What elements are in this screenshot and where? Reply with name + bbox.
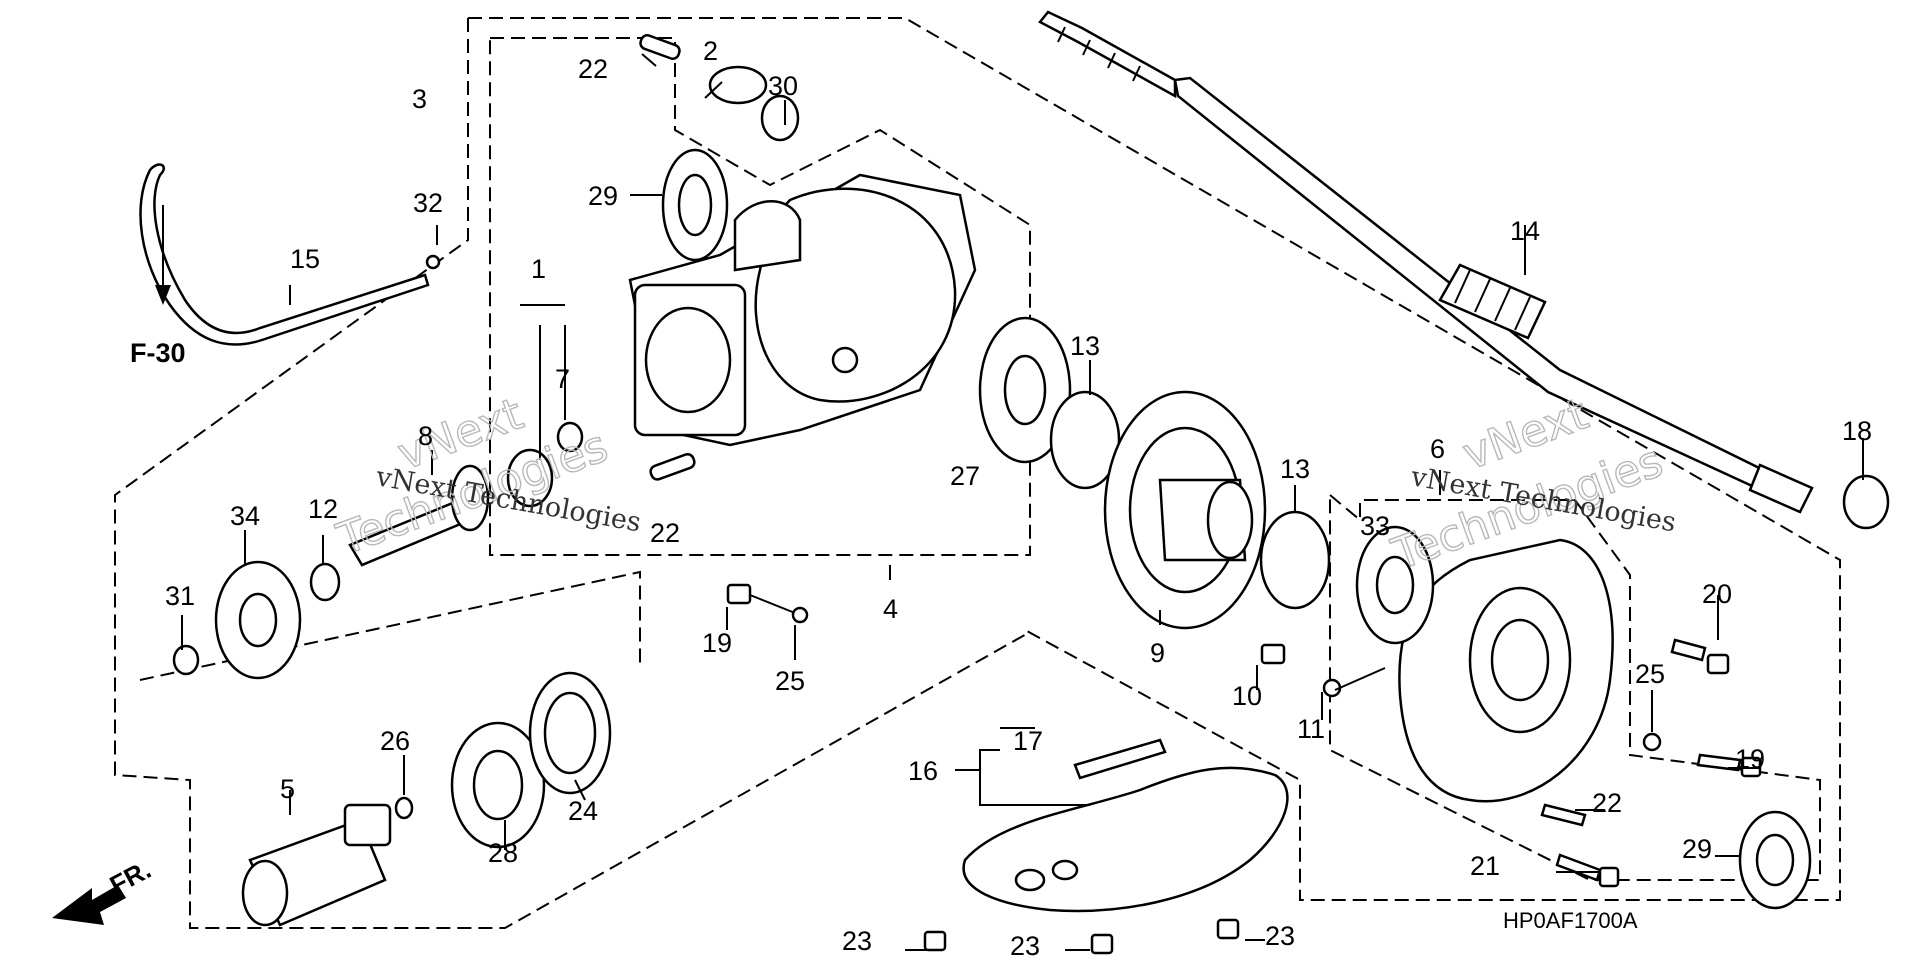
- drawing-code: HP0AF1700A: [1503, 908, 1638, 933]
- callout-19: 19: [702, 628, 732, 658]
- callout-17: 17: [1013, 726, 1043, 756]
- callout-11: 11: [1297, 714, 1325, 744]
- callout-8: 8: [418, 421, 433, 451]
- skid-plate: [962, 738, 1289, 913]
- callout-25-b: 25: [1635, 659, 1665, 689]
- callout-20: 20: [1702, 579, 1732, 609]
- callout-7: 7: [555, 364, 570, 394]
- callout-23-c: 23: [1265, 921, 1295, 951]
- callout-5: 5: [280, 774, 295, 804]
- callout-33: 33: [1360, 511, 1390, 541]
- callout-32: 32: [413, 188, 443, 218]
- callout-22-b: 22: [650, 518, 680, 548]
- axle-shaft: [1038, 10, 1814, 514]
- callout-23: 23: [842, 926, 872, 956]
- callout-13-b: 13: [1280, 454, 1310, 484]
- callout-26: 26: [380, 726, 410, 756]
- breather-hose: [139, 163, 441, 346]
- final-gear-case: [628, 173, 977, 447]
- callout-3: 3: [412, 84, 427, 114]
- lower-left-parts: [241, 671, 612, 927]
- callout-31: 31: [165, 581, 195, 611]
- callout-13: 13: [1070, 331, 1100, 361]
- ring-gear: [1049, 390, 1331, 630]
- callout-10: 10: [1232, 681, 1262, 711]
- callout-1: 1: [531, 254, 546, 284]
- callout-29-b: 29: [1682, 834, 1712, 864]
- pinion-shaft: [172, 464, 490, 680]
- callout-15: 15: [290, 244, 320, 274]
- callout-24: 24: [568, 796, 598, 826]
- callout-6: 6: [1430, 434, 1445, 464]
- callout-12: 12: [308, 494, 338, 524]
- callout-30: 30: [768, 71, 798, 101]
- callout-34: 34: [230, 501, 260, 531]
- callout-27: 27: [950, 461, 980, 491]
- callout-16: 16: [908, 756, 938, 786]
- callout-23-b: 23: [1010, 931, 1040, 959]
- callouts: 1 2 3 4 5 6 7 8 9 10 11 12 13 13 14 15 1…: [165, 36, 1872, 959]
- callout-18: 18: [1842, 416, 1872, 446]
- callout-21: 21: [1470, 851, 1500, 881]
- callout-4: 4: [883, 594, 898, 624]
- callout-22: 22: [578, 54, 608, 84]
- reference-marker-f30: F-30: [130, 338, 186, 368]
- bolts: [726, 583, 1762, 955]
- bearings-left: [506, 34, 1072, 508]
- callout-9: 9: [1150, 638, 1165, 668]
- callout-29: 29: [588, 181, 618, 211]
- front-direction-marker: FR.: [52, 854, 156, 925]
- callout-25: 25: [775, 666, 805, 696]
- callout-22-c: 22: [1592, 788, 1622, 818]
- callout-14: 14: [1510, 216, 1540, 246]
- gear-case-cover: [1355, 474, 1890, 910]
- leader-lines: [181, 53, 1864, 951]
- callout-28: 28: [488, 838, 518, 868]
- callout-2: 2: [703, 36, 718, 66]
- callout-19-b: 19: [1735, 744, 1765, 774]
